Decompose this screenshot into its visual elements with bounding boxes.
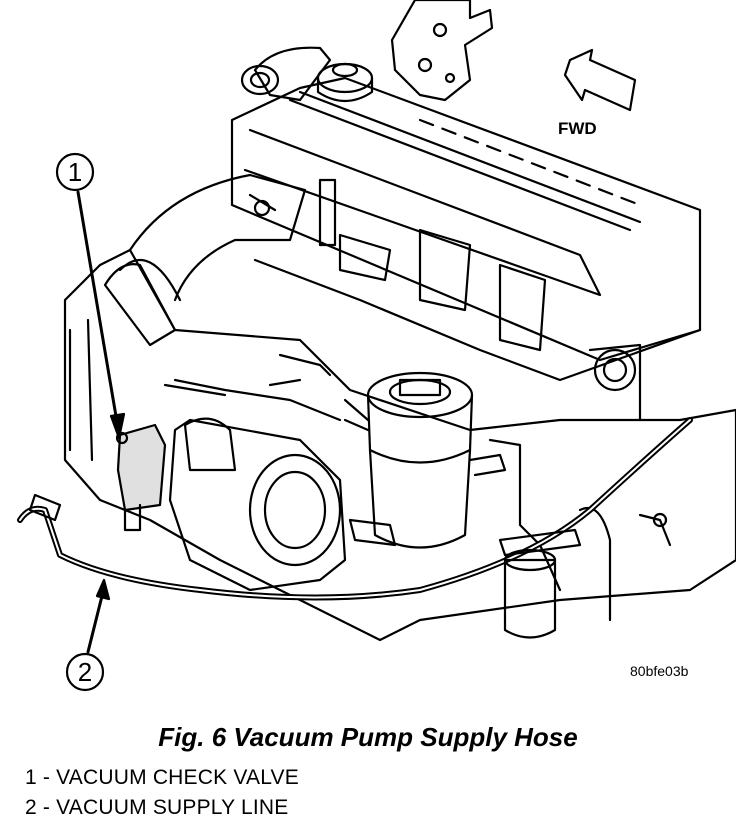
figure-code: 80bfe03b bbox=[630, 663, 689, 679]
fuel-filter bbox=[343, 371, 507, 549]
fwd-label: FWD bbox=[558, 119, 597, 138]
intake-elbow bbox=[240, 46, 332, 102]
callout-2-number: 2 bbox=[78, 657, 92, 687]
vacuum-supply-line bbox=[17, 417, 693, 601]
engine-diagram: 1 2 FWD 80bfe03b bbox=[17, 0, 736, 692]
engine-bracket bbox=[390, 0, 494, 102]
oil-filler-cap bbox=[316, 62, 374, 103]
callout-1 bbox=[55, 152, 126, 440]
callout-1-number: 1 bbox=[68, 157, 82, 187]
vacuum-pump bbox=[168, 417, 347, 592]
lower-block-parts bbox=[498, 512, 672, 639]
legend-item-1: 1 - VACUUM CHECK VALVE bbox=[25, 766, 299, 789]
figure-caption: Fig. 6 Vacuum Pump Supply Hose bbox=[158, 722, 578, 752]
legend-item-2: 2 - VACUUM SUPPLY LINE bbox=[25, 796, 289, 819]
valve-cover bbox=[230, 76, 702, 362]
vacuum-check-valve bbox=[115, 423, 167, 532]
callout-2 bbox=[65, 578, 111, 692]
engine-block bbox=[63, 178, 736, 642]
fwd-arrow bbox=[563, 48, 637, 112]
